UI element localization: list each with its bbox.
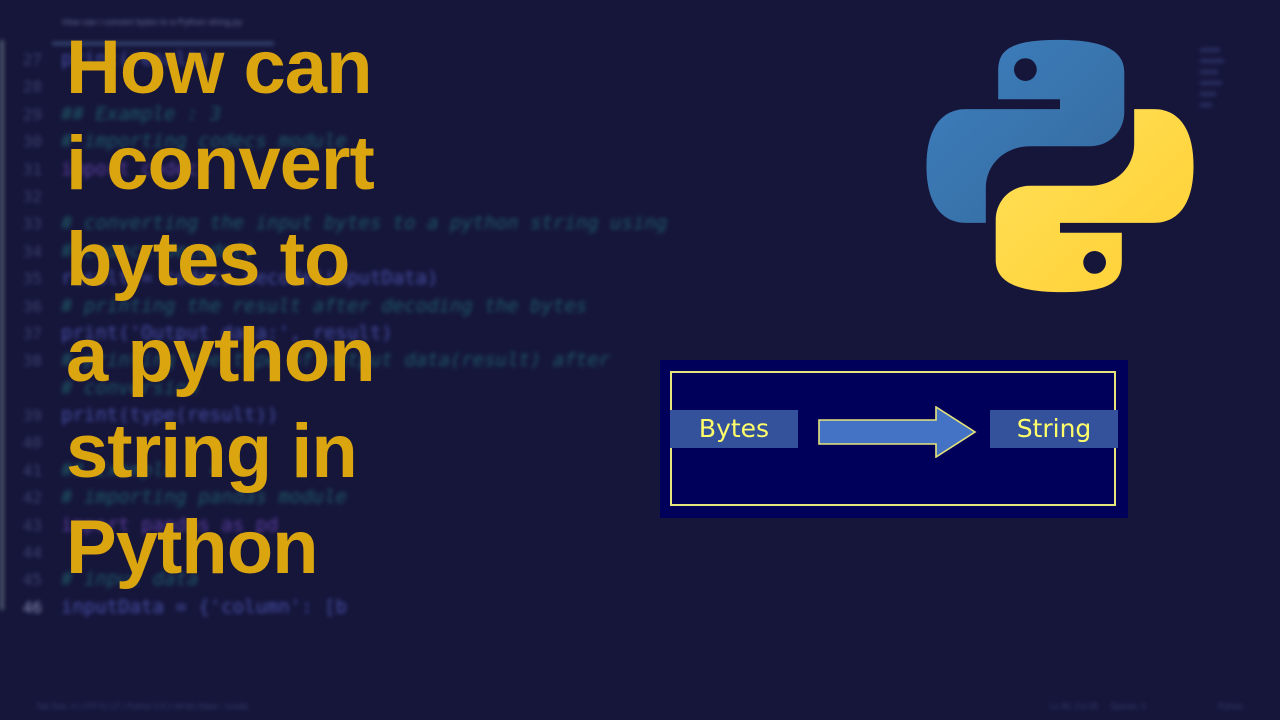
title-line: a python (66, 313, 376, 398)
code-text: # printing the result after decoding the… (61, 294, 588, 317)
line-number: 38 (22, 351, 42, 371)
status-cursor-position: Ln 46, Col 28 (1050, 702, 1098, 711)
line-number: 33 (22, 214, 42, 234)
code-text: import codecs (61, 157, 210, 180)
line-number: 44 (22, 543, 42, 563)
code-text: inputData = {'column': [b (61, 595, 347, 618)
line-number: 43 (22, 515, 42, 535)
line-number: 28 (22, 77, 42, 97)
title-line: How can (66, 25, 372, 110)
line-number: 32 (22, 186, 42, 206)
line-number: 36 (22, 296, 42, 316)
title-line: i convert (66, 121, 375, 206)
bytes-node: Bytes (670, 410, 798, 448)
line-number: 29 (22, 104, 42, 124)
python-logo-icon (926, 39, 1194, 293)
code-text: ## Example : 3 (61, 102, 222, 125)
status-left: Tab Size: 4 | UTF-8 | LF | Python 3.9.1 … (36, 702, 249, 711)
code-text: # input data (61, 568, 199, 591)
code-text: print('Output data:', result) (61, 321, 393, 344)
code-text: print(type(result)) (61, 404, 279, 427)
arrow-right-icon (818, 406, 977, 458)
title-line: bytes to (66, 217, 350, 302)
line-number: 40 (22, 433, 42, 453)
active-tab-indicator (52, 42, 274, 45)
line-number: 42 (22, 488, 42, 508)
code-text: print(result) (61, 48, 210, 70)
code-text: ## Example : 4 (61, 458, 222, 481)
line-number: 41 (22, 460, 42, 480)
code-text: # importing pandas module (61, 486, 347, 509)
status-language: Python (1218, 702, 1243, 711)
status-bar: Tab Size: 4 | UTF-8 | LF | Python 3.9.1 … (0, 694, 1280, 720)
minimap (1200, 48, 1228, 114)
video-title: How can i convert bytes to a python stri… (66, 20, 376, 596)
line-number: 34 (22, 241, 42, 261)
line-number: 37 (22, 323, 42, 343)
title-line: Python (66, 505, 319, 590)
code-text: # importing codecs module (61, 130, 347, 153)
line-number: 39 (22, 406, 42, 426)
string-node: String (990, 410, 1118, 448)
status-indent: Spaces: 4 (1110, 702, 1146, 711)
editor-tab-title: How can i convert bytes to a Python stri… (62, 17, 243, 27)
line-number: 35 (22, 269, 42, 289)
line-number: 31 (22, 159, 42, 179)
title-line: string in (66, 409, 358, 494)
code-text: import pandas as pd (61, 513, 279, 536)
code-text: # codecs.decode() (61, 239, 256, 262)
code-text: # conversion (61, 376, 199, 399)
line-number: 46 (22, 597, 42, 617)
activity-bar-edge (0, 40, 4, 610)
line-number: 27 (22, 50, 42, 69)
line-number: 45 (22, 570, 42, 590)
code-text: result = codecs.decode(inputData) (61, 267, 439, 290)
code-text: # printing the type of output data(resul… (61, 349, 611, 372)
line-number: 30 (22, 132, 42, 152)
code-text: # converting the input bytes to a python… (61, 212, 668, 235)
bytes-to-string-diagram: Bytes String (660, 360, 1128, 518)
